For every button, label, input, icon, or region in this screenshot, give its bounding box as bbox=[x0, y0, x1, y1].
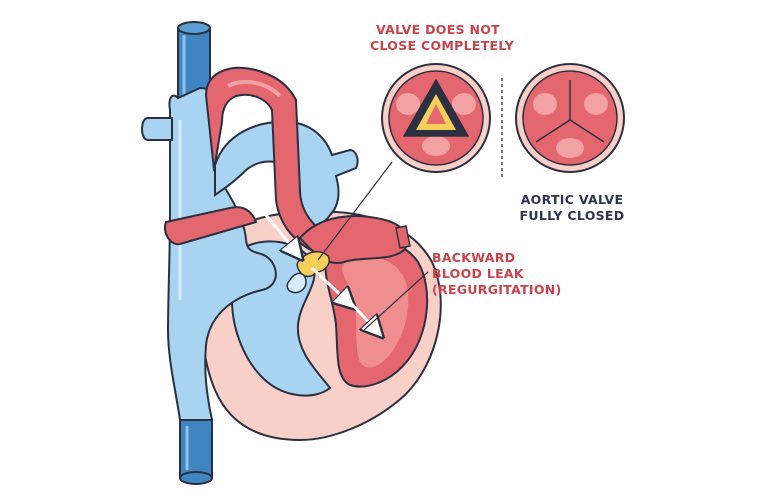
label-backward-leak: BACKWARD BLOOD LEAK (REGURGITATION) bbox=[432, 250, 562, 298]
label-aortic-closed-line1: AORTIC VALVE bbox=[520, 192, 624, 207]
pointer-backward-leak bbox=[363, 271, 429, 331]
flow-arrow-2 bbox=[310, 266, 348, 302]
label-valve-not-close: VALVE DOES NOT CLOSE COMPLETELY bbox=[370, 22, 515, 54]
label-aortic-closed: AORTIC VALVE FULLY CLOSED bbox=[516, 192, 628, 224]
valve-open-illustration bbox=[381, 63, 491, 173]
pointer-valve-not-close bbox=[317, 161, 393, 261]
aorta-arch-highlight bbox=[227, 79, 282, 98]
label-backward-leak-line1: BACKWARD bbox=[432, 250, 516, 265]
valve-closed-illustration bbox=[515, 63, 625, 173]
label-backward-leak-line2: BLOOD LEAK bbox=[432, 266, 524, 281]
vena-cava-top-cap bbox=[177, 21, 211, 35]
aorta-descending bbox=[164, 206, 258, 246]
label-valve-not-close-line1: VALVE DOES NOT bbox=[375, 22, 501, 37]
flow-arrow-1 bbox=[260, 209, 296, 252]
label-backward-leak-line3: (REGURGITATION) bbox=[432, 282, 562, 297]
label-aortic-closed-line2: FULLY CLOSED bbox=[519, 208, 625, 223]
left-atrium-vessel bbox=[395, 225, 411, 249]
pulmonary-vein-left bbox=[141, 117, 173, 141]
left-atrium bbox=[298, 215, 409, 264]
tricuspid-valve bbox=[286, 272, 307, 294]
vena-cava-bottom bbox=[179, 419, 213, 479]
left-ventricle-inner bbox=[342, 256, 409, 368]
label-valve-not-close-line2: CLOSE COMPLETELY bbox=[370, 38, 515, 53]
vena-cava-body bbox=[166, 86, 277, 421]
flow-arrow-3 bbox=[348, 300, 376, 330]
vena-cava-bottom-cap bbox=[179, 471, 213, 485]
